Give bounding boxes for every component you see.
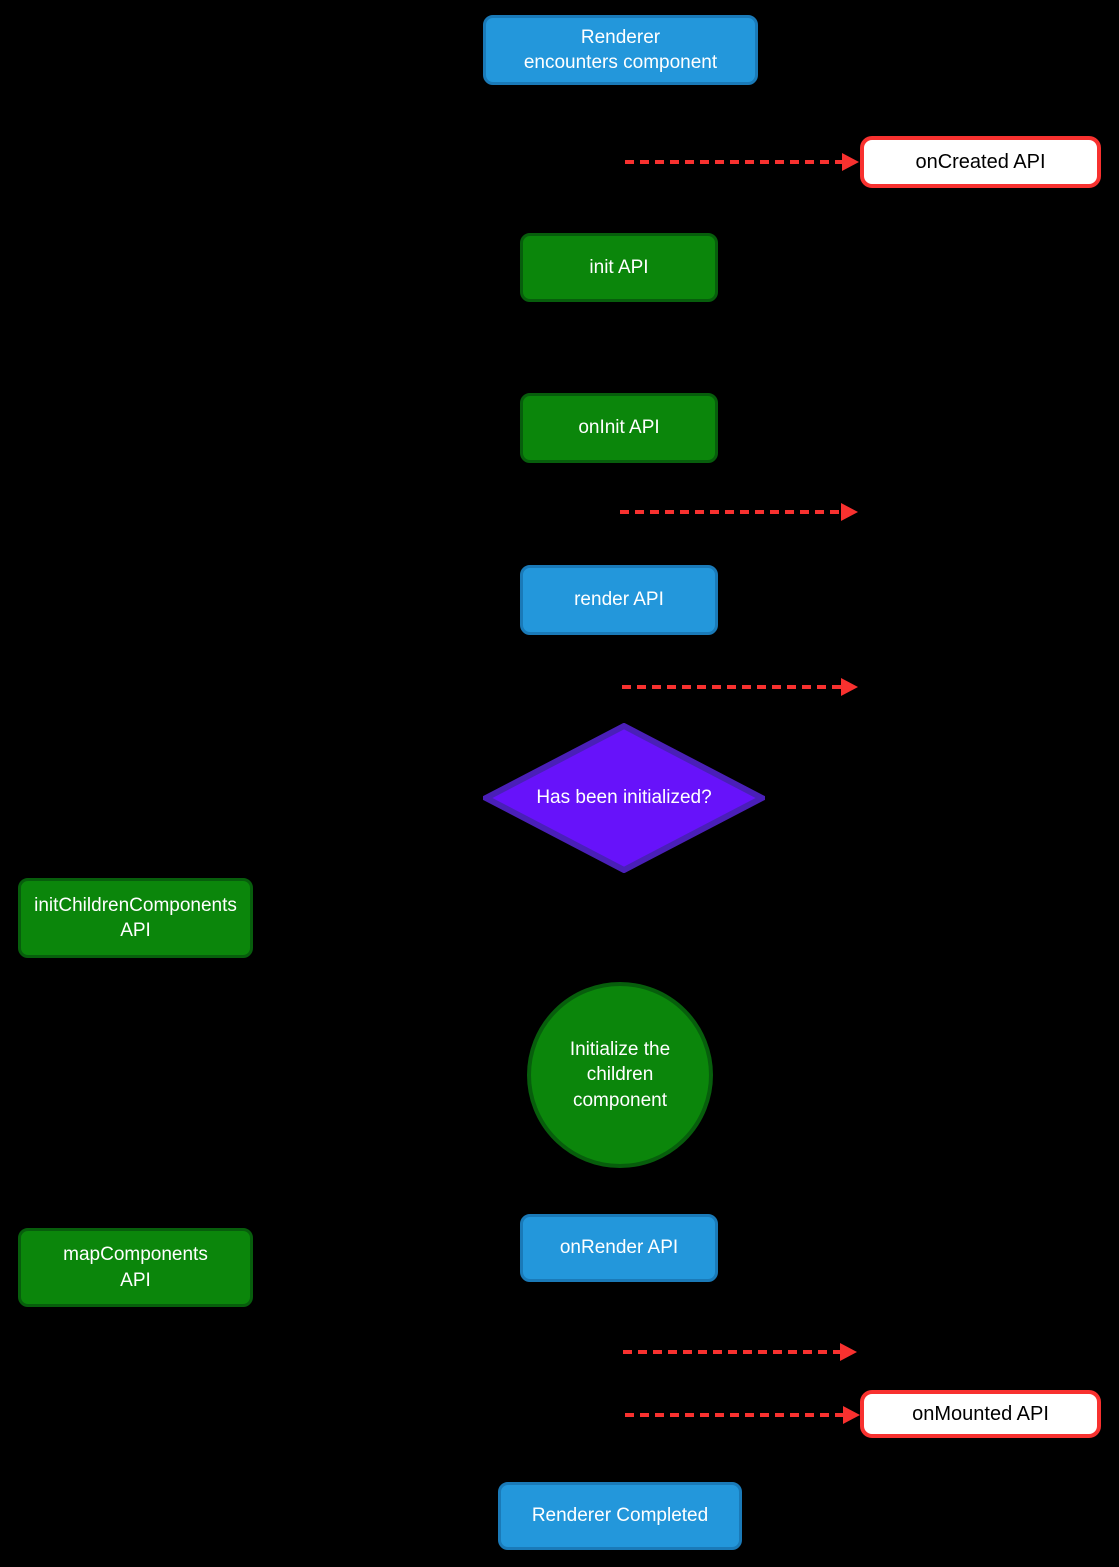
node-initchildrencomponents-api: initChildrenComponents API [18, 878, 253, 958]
node-renderer-completed: Renderer Completed [498, 1482, 742, 1550]
dashed-arrow-after-oninit [620, 503, 858, 521]
node-initialize-children-component: Initialize the children component [527, 982, 713, 1168]
decision-label: Has been initialized? [536, 787, 712, 809]
dashed-arrow-after-onrender [623, 1343, 857, 1361]
node-oninit-api: onInit API [520, 393, 718, 463]
node-onrender-api: onRender API [520, 1214, 718, 1282]
node-has-been-initialized-decision: Has been initialized? [483, 723, 765, 873]
dashed-arrow-after-render [622, 678, 858, 696]
node-mapcomponents-api: mapComponents API [18, 1228, 253, 1307]
diamond-shape [483, 723, 765, 873]
node-renderer-encounters-component: Renderer encounters component [483, 15, 758, 85]
node-render-api: render API [520, 565, 718, 635]
dashed-arrow-to-oncreated [625, 153, 859, 171]
node-oncreated-api: onCreated API [860, 136, 1101, 188]
dashed-arrow-to-onmounted [625, 1406, 860, 1424]
node-init-api: init API [520, 233, 718, 302]
node-onmounted-api: onMounted API [860, 1390, 1101, 1438]
